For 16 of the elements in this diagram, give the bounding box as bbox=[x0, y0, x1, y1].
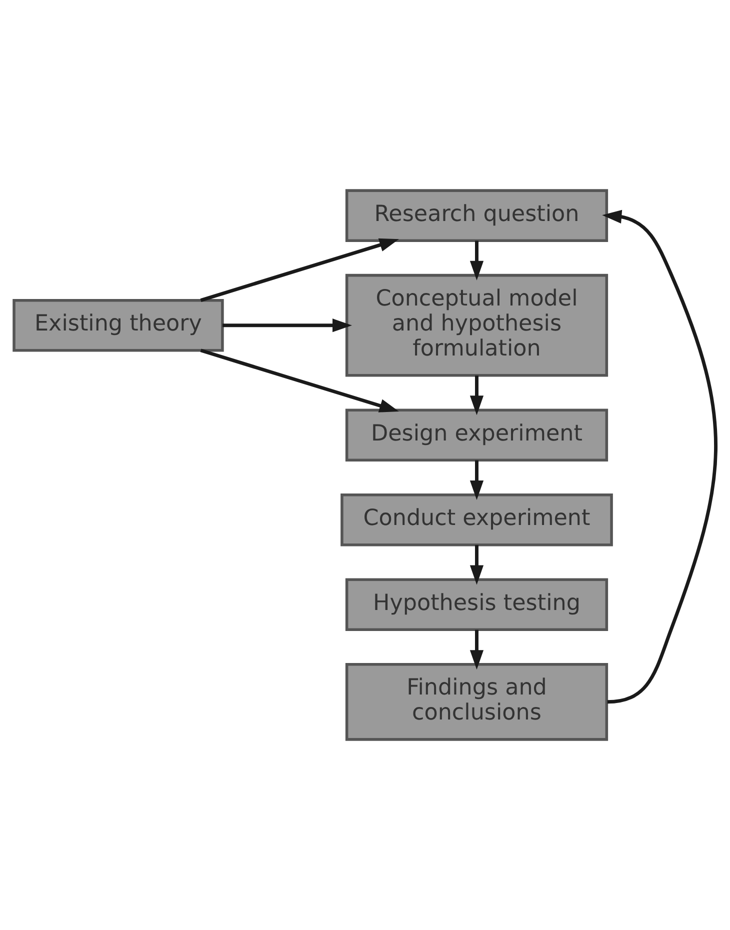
node-box: Design experiment bbox=[345, 408, 608, 462]
arrow bbox=[200, 348, 399, 412]
arrow bbox=[602, 210, 718, 704]
node-box: Findings and conclusions bbox=[345, 663, 608, 741]
arrow bbox=[470, 460, 484, 500]
arrow bbox=[470, 545, 484, 585]
node-box: Existing theory bbox=[12, 298, 224, 352]
node-box: Research question bbox=[345, 189, 608, 242]
arrow bbox=[200, 238, 399, 302]
arrow bbox=[470, 630, 484, 670]
node-box: Hypothesis testing bbox=[345, 578, 608, 632]
arrow bbox=[470, 376, 484, 416]
node-box: Conceptual model and hypothesis formulation bbox=[345, 274, 608, 377]
arrow bbox=[222, 318, 352, 332]
arrow bbox=[470, 240, 484, 280]
node-box: Conduct experiment bbox=[340, 493, 613, 546]
